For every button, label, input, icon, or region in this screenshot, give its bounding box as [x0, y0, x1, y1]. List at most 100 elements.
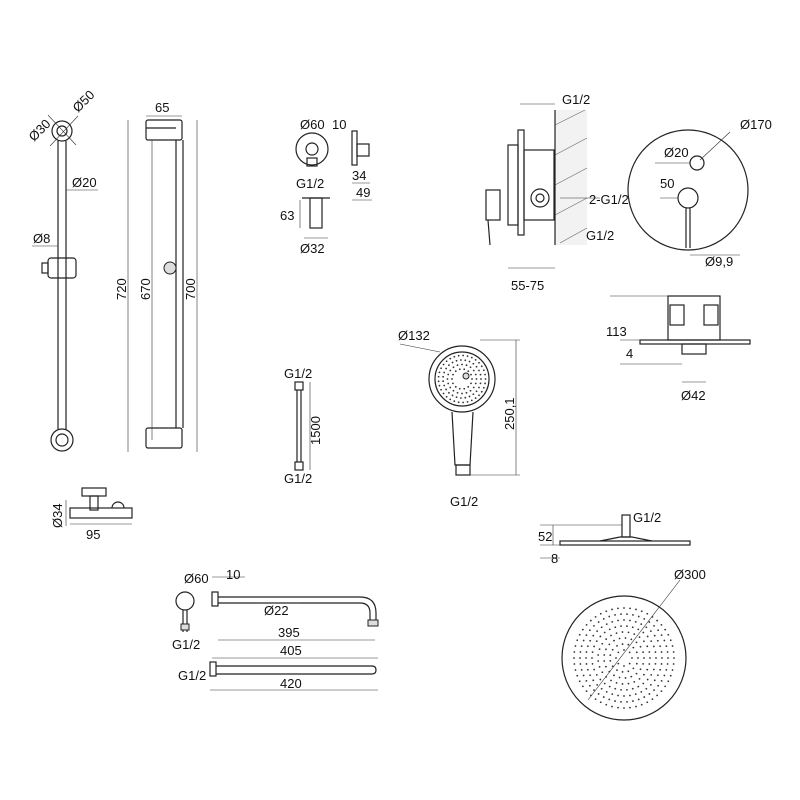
label: Ø8: [33, 231, 50, 246]
nozzle-dot: [585, 679, 588, 682]
nozzle-dot: [474, 373, 477, 376]
nozzle-dot: [480, 378, 482, 380]
label: Ø60: [300, 117, 325, 132]
nozzle-dot: [650, 640, 653, 643]
nozzle-dot: [620, 613, 622, 616]
nozzle-dot: [593, 645, 596, 648]
nozzle-dot: [651, 698, 654, 701]
nozzle-dot: [457, 354, 460, 357]
label: 405: [280, 643, 302, 658]
nozzle-dot: [632, 667, 635, 670]
nozzle-dot: [615, 682, 618, 684]
nozzle-dot: [629, 607, 631, 610]
nozzle-dot: [446, 378, 449, 380]
nozzle-dot: [442, 392, 445, 395]
label: Ø42: [681, 388, 706, 403]
nozzle-dot: [615, 657, 617, 659]
nozzle-dot: [643, 618, 646, 620]
nozzle-dot: [664, 628, 667, 631]
nozzle-dot: [472, 362, 475, 365]
nozzle-dot: [461, 363, 463, 366]
nozzle-dot: [650, 673, 653, 676]
label: Ø34: [50, 503, 65, 528]
nozzle-dot: [573, 651, 576, 653]
nozzle-dot: [667, 633, 670, 636]
nozzle-dot: [443, 371, 446, 374]
nozzle-dot: [573, 663, 576, 665]
nozzle-dot: [623, 665, 625, 667]
nozzle-dot: [617, 619, 619, 622]
nozzle-dot: [602, 696, 605, 698]
nozzle-dot: [605, 703, 608, 706]
mixer-body: [610, 295, 751, 383]
nozzle-dot: [599, 635, 602, 638]
nozzle-dot: [643, 640, 645, 643]
nozzle-dot: [608, 698, 611, 701]
nozzle-dot: [449, 398, 452, 401]
nozzle-dot: [630, 638, 633, 641]
nozzle-dot: [589, 694, 592, 697]
nozzle-dot: [603, 654, 606, 656]
label: G1/2: [633, 510, 661, 525]
nozzle-dot: [474, 358, 477, 361]
nozzle-dot: [605, 665, 607, 668]
nozzle-dot: [654, 651, 657, 654]
nozzle-dot: [588, 684, 591, 687]
nozzle-dot: [643, 657, 645, 659]
nozzle-dot: [461, 392, 463, 395]
nozzle-dot: [579, 663, 582, 665]
nozzle-dot: [449, 386, 452, 389]
nozzle-dot: [585, 690, 588, 693]
nozzle-dot: [605, 623, 608, 626]
label: 2-G1/2: [589, 192, 629, 207]
nozzle-dot: [593, 624, 595, 627]
nozzle-dot: [470, 373, 472, 376]
nozzle-dot: [642, 651, 645, 654]
nozzle-dot: [611, 705, 613, 708]
nozzle-dot: [637, 615, 640, 618]
nozzle-dot: [608, 628, 611, 631]
nozzle-dot: [659, 668, 662, 671]
nozzle-dot: [632, 614, 634, 616]
nozzle-dot: [474, 397, 477, 400]
nozzle-dot: [616, 669, 618, 672]
nozzle-dot: [614, 687, 617, 690]
nozzle-dot: [594, 698, 597, 701]
nozzle-dot: [640, 610, 643, 613]
label: 55-75: [511, 278, 544, 293]
nozzle-dot: [598, 665, 601, 668]
label: 52: [538, 529, 552, 544]
nozzle-dot: [635, 662, 638, 665]
nozzle-dot: [479, 382, 482, 385]
nozzle-dot: [648, 663, 651, 665]
nozzle-dot: [581, 628, 584, 631]
nozzle-dot: [617, 607, 619, 610]
label: Ø60: [184, 571, 209, 586]
nozzle-dot: [642, 682, 645, 685]
nozzle-dot: [595, 673, 598, 676]
nozzle-dot: [600, 687, 603, 690]
nozzle-dot: [632, 646, 635, 649]
nozzle-dot: [455, 396, 458, 399]
nozzle-dot: [440, 367, 443, 370]
nozzle-dot: [593, 668, 596, 671]
nozzle-dot: [613, 639, 615, 642]
nozzle-dot: [626, 613, 628, 616]
nozzle-dot: [660, 651, 663, 653]
nozzle-dot: [467, 370, 470, 373]
nozzle-dot: [472, 369, 475, 372]
nozzle-dot: [632, 700, 634, 702]
nozzle-dot: [585, 657, 587, 659]
label: G1/2: [296, 176, 324, 191]
nozzle-dot: [648, 651, 651, 653]
nozzle-dot: [465, 391, 468, 394]
label: Ø22: [264, 603, 289, 618]
nozzle-dot: [599, 701, 602, 704]
nozzle-dot: [605, 648, 607, 651]
nozzle-dot: [615, 632, 618, 634]
nozzle-dot: [663, 674, 666, 677]
nozzle-dot: [608, 643, 611, 646]
nozzle-dot: [667, 657, 669, 659]
nozzle-dot: [468, 395, 471, 398]
nozzle-dot: [620, 688, 622, 691]
